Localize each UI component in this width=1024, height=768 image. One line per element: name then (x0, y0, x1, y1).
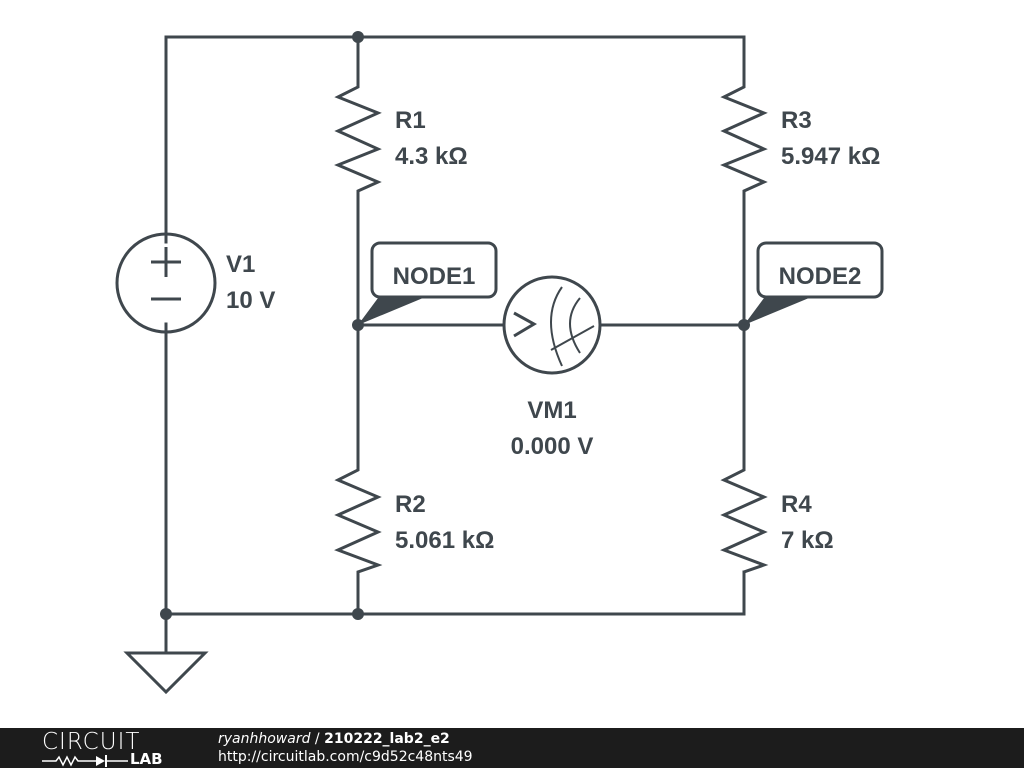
resistor-r1-zigzag (334, 78, 382, 198)
voltage-source-circle (115, 232, 217, 334)
node-label-node2[interactable]: NODE2 (744, 241, 884, 325)
voltmeter-arrow-icon (513, 311, 538, 338)
node2-label-box (756, 241, 884, 299)
voltmeter-vm1[interactable] (502, 275, 602, 375)
circuit-schematic: NODE1 NODE2 V1 10 V R1 4.3 kΩ R3 5.947 k… (115, 31, 884, 695)
node1-label-box (370, 241, 498, 299)
logo-resistor-diode-icon (42, 755, 128, 767)
r4-value-label: 7 kΩ (781, 527, 834, 554)
v1-value-label: 10 V (226, 287, 275, 314)
resistor-r3-zigzag (720, 78, 768, 198)
resistor-r4[interactable] (720, 465, 769, 580)
r1-name-label: R1 (395, 107, 426, 134)
footer-url[interactable]: http://circuitlab.com/c9d52c48nts49 (218, 749, 473, 765)
r3-name-label: R3 (781, 107, 812, 134)
vm1-reading-label: 0.000 V (511, 433, 594, 460)
footer-meta: ryanhhoward / 210222_lab2_e2 http://circ… (218, 730, 473, 766)
node1-pointer (358, 298, 423, 325)
wire-top-rail (164, 35, 746, 244)
project-title[interactable]: 210222_lab2_e2 (324, 731, 450, 747)
r1-value-label: 4.3 kΩ (395, 143, 468, 170)
node2-label-text: NODE2 (779, 263, 862, 290)
voltmeter-arc-outer (550, 286, 563, 367)
junction-top-left (352, 31, 364, 43)
title-separator: / (310, 731, 325, 747)
resistor-r1[interactable] (334, 78, 382, 198)
voltage-source-v1[interactable] (115, 232, 217, 334)
resistor-r3[interactable] (720, 78, 768, 198)
junction-bottom-mid (352, 608, 364, 620)
ground-icon[interactable] (123, 651, 209, 695)
wire-bottom-rail (164, 570, 746, 616)
resistor-r4-zigzag (720, 465, 769, 580)
resistor-r2[interactable] (334, 465, 383, 580)
node1-label-text: NODE1 (393, 263, 476, 290)
voltmeter-arc-inner (569, 297, 581, 354)
r4-name-label: R4 (781, 491, 812, 518)
voltmeter-circle (502, 275, 602, 375)
node-label-node1[interactable]: NODE1 (358, 241, 498, 325)
author-link[interactable]: ryanhhoward (218, 731, 311, 747)
r2-value-label: 5.061 kΩ (395, 527, 494, 554)
r3-value-label: 5.947 kΩ (781, 143, 880, 170)
node2-pointer (744, 298, 809, 325)
circuitlab-logo[interactable]: CIRCUIT LAB (42, 730, 182, 768)
resistor-r2-zigzag (334, 465, 383, 580)
vm1-name-label: VM1 (527, 397, 576, 424)
logo-text-circuit: CIRCUIT (42, 729, 141, 755)
r2-name-label: R2 (395, 491, 426, 518)
logo-text-lab: LAB (130, 750, 163, 768)
v1-name-label: V1 (226, 251, 255, 278)
junction-ground (160, 608, 172, 620)
voltmeter-needle (550, 325, 595, 351)
footer-title-line: ryanhhoward / 210222_lab2_e2 (218, 730, 473, 748)
footer-bar: CIRCUIT LAB ryanhhoward / 210222_lab2_e2… (0, 728, 1024, 768)
